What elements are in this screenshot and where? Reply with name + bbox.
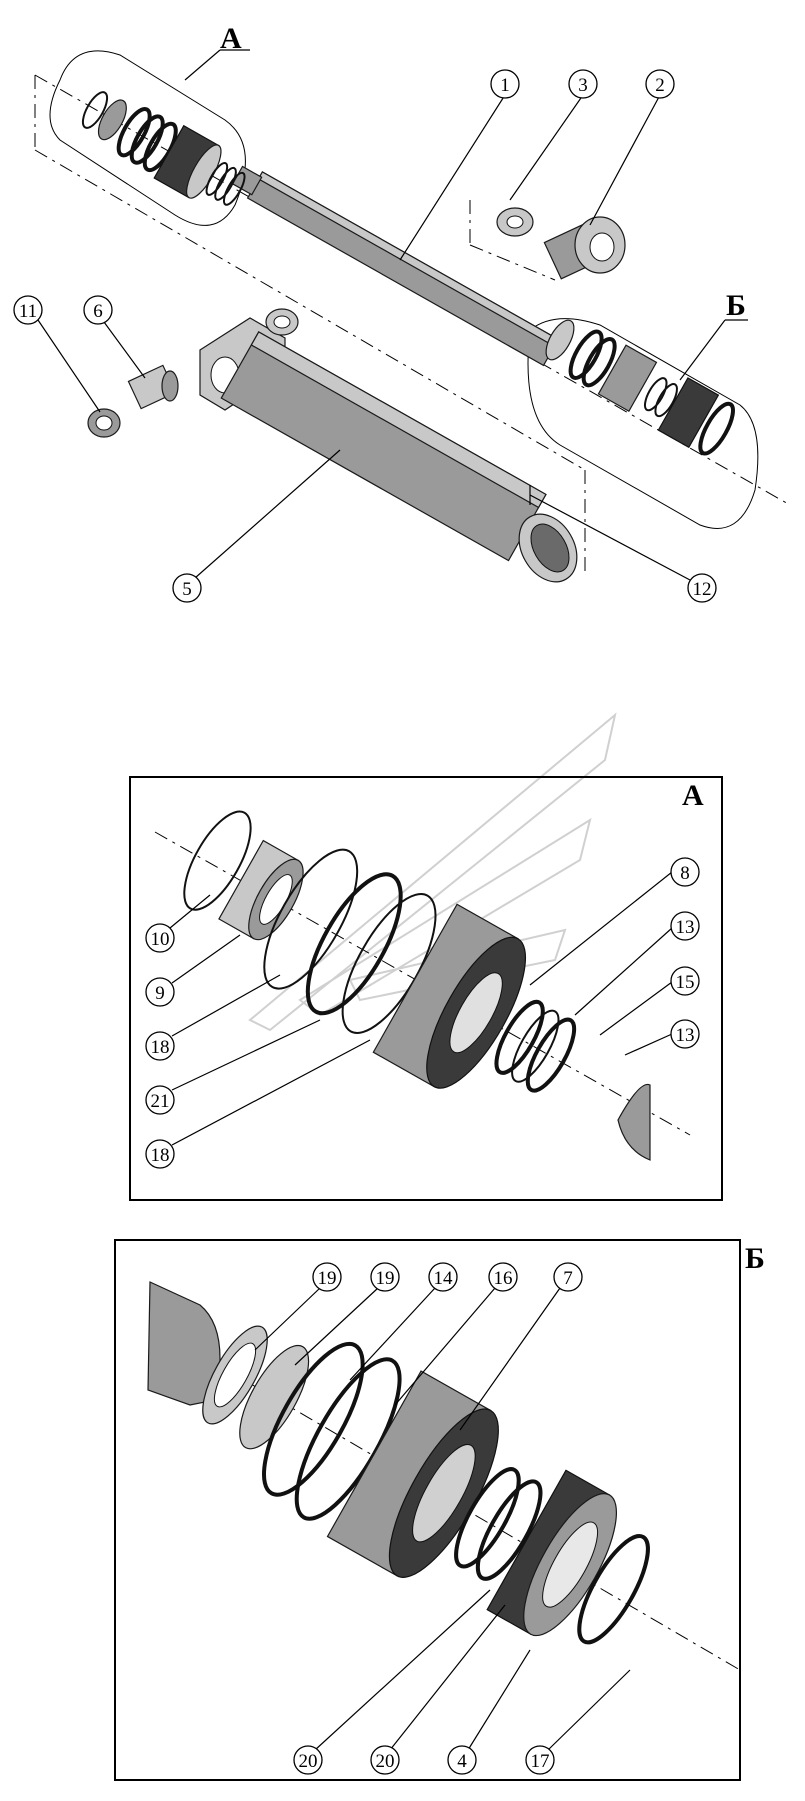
rod-eye: [543, 216, 626, 280]
callout-1-label: 1: [500, 75, 510, 96]
callout-a-9: [145, 977, 175, 1007]
svg-text:4: 4: [457, 1751, 467, 1772]
callout-b-19-first: [312, 1262, 342, 1292]
svg-text:21: 21: [151, 1091, 170, 1112]
section-a-parts: [81, 91, 246, 206]
svg-text:16: 16: [494, 1268, 513, 1289]
svg-text:13: 13: [676, 1025, 695, 1046]
rod-end-stub: [617, 1083, 651, 1161]
callout-a-18-bottom: [145, 1139, 175, 1169]
detail-b-frame: [114, 1239, 741, 1781]
svg-text:13: 13: [676, 917, 695, 938]
callout-b-20-second: [370, 1745, 400, 1775]
callout-a-13-top: [670, 911, 700, 941]
callout-a-13-bottom: [670, 1019, 700, 1049]
svg-text:18: 18: [151, 1145, 170, 1166]
callout-11-label: 11: [19, 301, 37, 322]
svg-text:17: 17: [531, 1751, 550, 1772]
callout-3: [568, 69, 598, 99]
svg-text:9: 9: [155, 983, 165, 1004]
piston-rod: [231, 165, 560, 367]
detail-a-view: А 8 13 15 13: [129, 776, 723, 1201]
callout-5: [172, 573, 202, 603]
detail-b-letter: Б: [745, 1242, 765, 1275]
callout-b-4: [447, 1745, 477, 1775]
callout-3-label: 3: [578, 75, 588, 96]
detail-b-view: Б 19 19 14 16: [114, 1239, 765, 1781]
detail-b-parts: [202, 1325, 650, 1645]
sleeve-bushing: [127, 364, 179, 410]
callout-a-21: [145, 1085, 175, 1115]
callout-12: [687, 573, 717, 603]
svg-text:18: 18: [151, 1037, 170, 1058]
callout-b-17: [525, 1745, 555, 1775]
section-b-outline: [527, 318, 759, 529]
cylinder-barrel: [199, 317, 578, 583]
detail-a-parts: [183, 810, 577, 1093]
svg-text:14: 14: [434, 1268, 454, 1289]
callout-2-label: 2: [655, 75, 665, 96]
svg-text:19: 19: [376, 1268, 395, 1289]
callout-b-7: [553, 1262, 583, 1292]
section-b-leader: [679, 319, 726, 381]
section-a-letter: А: [220, 22, 242, 55]
svg-text:10: 10: [151, 929, 170, 950]
detail-a-frame: [129, 776, 723, 1201]
callout-12-label: 12: [693, 579, 712, 600]
callout-b-16: [488, 1262, 518, 1292]
callout-2: [645, 69, 675, 99]
callout-b-20-first: [293, 1745, 323, 1775]
svg-text:15: 15: [676, 972, 695, 993]
section-b-letter: Б: [726, 289, 746, 322]
callout-a-15: [670, 966, 700, 996]
svg-text:20: 20: [299, 1751, 318, 1772]
bushing-small: [87, 408, 121, 438]
callout-b-14: [428, 1262, 458, 1292]
callout-5-label: 5: [182, 579, 192, 600]
svg-text:7: 7: [563, 1268, 573, 1289]
callout-11: [13, 295, 43, 325]
callout-6-label: 6: [93, 301, 103, 322]
barrel-bushing: [265, 308, 299, 336]
svg-text:20: 20: [376, 1751, 395, 1772]
callout-a-18-top: [145, 1031, 175, 1061]
section-a-leader: [184, 49, 221, 81]
svg-text:19: 19: [318, 1268, 337, 1289]
callout-1: [490, 69, 520, 99]
lock-washer: [496, 207, 534, 237]
detail-a-letter: А: [682, 779, 704, 812]
section-b-parts: [545, 319, 735, 456]
svg-text:8: 8: [680, 863, 690, 884]
overview-view: А Б: [13, 22, 791, 603]
section-a-outline: [49, 50, 246, 226]
callout-a-8: [670, 857, 700, 887]
callout-a-10: [145, 923, 175, 953]
callout-b-19-second: [370, 1262, 400, 1292]
callout-6: [83, 295, 113, 325]
